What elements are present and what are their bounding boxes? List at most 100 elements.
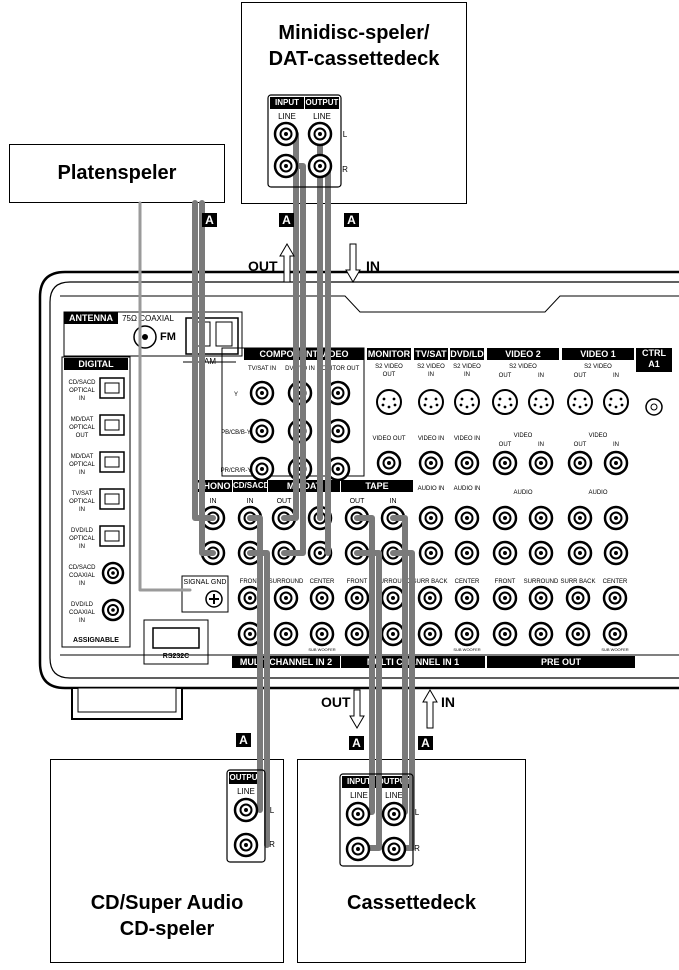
audio-jack-right[interactable] xyxy=(528,540,554,566)
coaxial-jack[interactable] xyxy=(101,598,125,622)
cassette-line-jack[interactable] xyxy=(381,836,407,862)
cd-line-output-jack[interactable] xyxy=(233,832,259,858)
digital-input-label: OPTICAL xyxy=(69,462,95,468)
component-video-jack[interactable] xyxy=(325,380,351,406)
video-jack[interactable] xyxy=(376,450,402,476)
coaxial-jack[interactable] xyxy=(101,561,125,585)
badge-a-turntable: A xyxy=(202,213,217,227)
multi-channel-2-jack[interactable] xyxy=(273,621,299,647)
video-jack[interactable] xyxy=(567,450,593,476)
component-video-jack[interactable] xyxy=(249,380,275,406)
cassette-line-jack[interactable] xyxy=(381,801,407,827)
optical-jack-icon[interactable] xyxy=(99,525,125,547)
cd-line-label: LINE xyxy=(237,787,255,796)
cassette-line-jack[interactable] xyxy=(345,801,371,827)
s2-video-jack[interactable] xyxy=(418,389,444,415)
multi-channel-2-jack[interactable] xyxy=(273,585,299,611)
component-video-jack[interactable] xyxy=(249,456,275,482)
video-label: VIDEO xyxy=(589,433,608,439)
digital-input-label: DVD/LD xyxy=(71,602,94,608)
cassette-line-jack[interactable] xyxy=(345,836,371,862)
component-video-row-label: PB/CB/B-Y xyxy=(221,430,251,436)
audio-jack-right[interactable] xyxy=(418,540,444,566)
optical-jack-icon[interactable] xyxy=(99,451,125,473)
coaxial-label: 75Ω COAXIAL xyxy=(122,314,174,323)
audio-jack-left[interactable] xyxy=(492,505,518,531)
multi-channel-1-jack[interactable] xyxy=(417,621,443,647)
signal-gnd-screw-icon[interactable] xyxy=(205,590,223,608)
audio-jack-right[interactable] xyxy=(603,540,629,566)
md-line-jack[interactable] xyxy=(273,121,299,147)
video-out-label: OUT xyxy=(499,442,512,448)
bottom-out-label: OUT xyxy=(321,694,351,710)
pre-out-jack[interactable] xyxy=(565,585,591,611)
multi-channel-2-jack[interactable] xyxy=(237,621,263,647)
audio-jack-right[interactable] xyxy=(492,540,518,566)
pre-out-jack[interactable] xyxy=(528,585,554,611)
pre-out-column-label: FRONT xyxy=(495,579,516,585)
s2-video-jack[interactable] xyxy=(492,389,518,415)
component-video-jack[interactable] xyxy=(249,418,275,444)
pre-out-jack[interactable] xyxy=(602,621,628,647)
audio-jack-left[interactable] xyxy=(603,505,629,531)
multi-channel-1-jack[interactable] xyxy=(344,585,370,611)
md-left-label: L xyxy=(342,130,348,139)
audio-jack-right[interactable] xyxy=(454,540,480,566)
multi-channel-1-jack[interactable] xyxy=(344,621,370,647)
video-jack[interactable] xyxy=(603,450,629,476)
audio-jack-left[interactable] xyxy=(567,505,593,531)
cd-line-output-jack[interactable] xyxy=(233,797,259,823)
s2-video-in-label: IN xyxy=(613,373,619,379)
cassette-title: Cassettedeck xyxy=(347,892,476,914)
antenna-header: ANTENNA xyxy=(64,312,118,324)
multi-channel-2-jack[interactable] xyxy=(309,585,335,611)
md-line-jack[interactable] xyxy=(307,153,333,179)
multi-channel-1-jack[interactable] xyxy=(454,585,480,611)
optical-jack-icon[interactable] xyxy=(99,414,125,436)
audio-jack-left[interactable] xyxy=(454,505,480,531)
md-line-jack[interactable] xyxy=(273,153,299,179)
pre-out-jack[interactable] xyxy=(565,621,591,647)
s2-video-direction-label: IN xyxy=(428,372,434,378)
optical-jack-icon[interactable] xyxy=(99,377,125,399)
cd-output-header: OUTPUT xyxy=(229,772,263,784)
cd-title-line1: CD/Super Audio xyxy=(90,892,244,914)
cassette-right-label: R xyxy=(414,844,420,853)
s2-video-jack[interactable] xyxy=(528,389,554,415)
video-jack[interactable] xyxy=(418,450,444,476)
multi-channel-1-jack[interactable] xyxy=(417,585,443,611)
s2-video-jack[interactable] xyxy=(603,389,629,415)
top-out-label: OUT xyxy=(248,258,278,274)
video-jack-label: VIDEO IN xyxy=(454,436,480,442)
multi-channel-2-jack[interactable] xyxy=(309,621,335,647)
multi-channel-1-column-label: SURROUND xyxy=(376,579,411,585)
badge-a-cassette-in: A xyxy=(349,736,364,750)
pre-out-jack[interactable] xyxy=(602,585,628,611)
turntable-title: Platenspeler xyxy=(57,162,177,184)
audio-jack-left[interactable] xyxy=(528,505,554,531)
s2-video-jack[interactable] xyxy=(454,389,480,415)
pre-out-jack[interactable] xyxy=(492,621,518,647)
digital-input-label: OPTICAL xyxy=(69,499,95,505)
optical-jack-icon[interactable] xyxy=(99,488,125,510)
digital-input-label: CD/SACD xyxy=(68,565,96,571)
multi-channel-2-column-label: SURROUND xyxy=(269,579,304,585)
audio-jack-right[interactable] xyxy=(567,540,593,566)
fm-label: FM xyxy=(160,331,176,343)
pre-out-column-label: SURR BACK xyxy=(560,579,595,585)
s2-video-in-label: IN xyxy=(538,373,544,379)
video-jack[interactable] xyxy=(528,450,554,476)
rs232c-label: RS232C xyxy=(162,653,190,660)
video-jack[interactable] xyxy=(492,450,518,476)
video-jack[interactable] xyxy=(454,450,480,476)
s2-video-jack[interactable] xyxy=(376,389,402,415)
pre-out-jack[interactable] xyxy=(492,585,518,611)
multi-channel-1-jack[interactable] xyxy=(454,621,480,647)
md-line-jack[interactable] xyxy=(307,121,333,147)
tape-out-label: OUT xyxy=(350,498,366,505)
pre-out-jack[interactable] xyxy=(528,621,554,647)
audio-jack-left[interactable] xyxy=(418,505,444,531)
s2-video-jack[interactable] xyxy=(567,389,593,415)
